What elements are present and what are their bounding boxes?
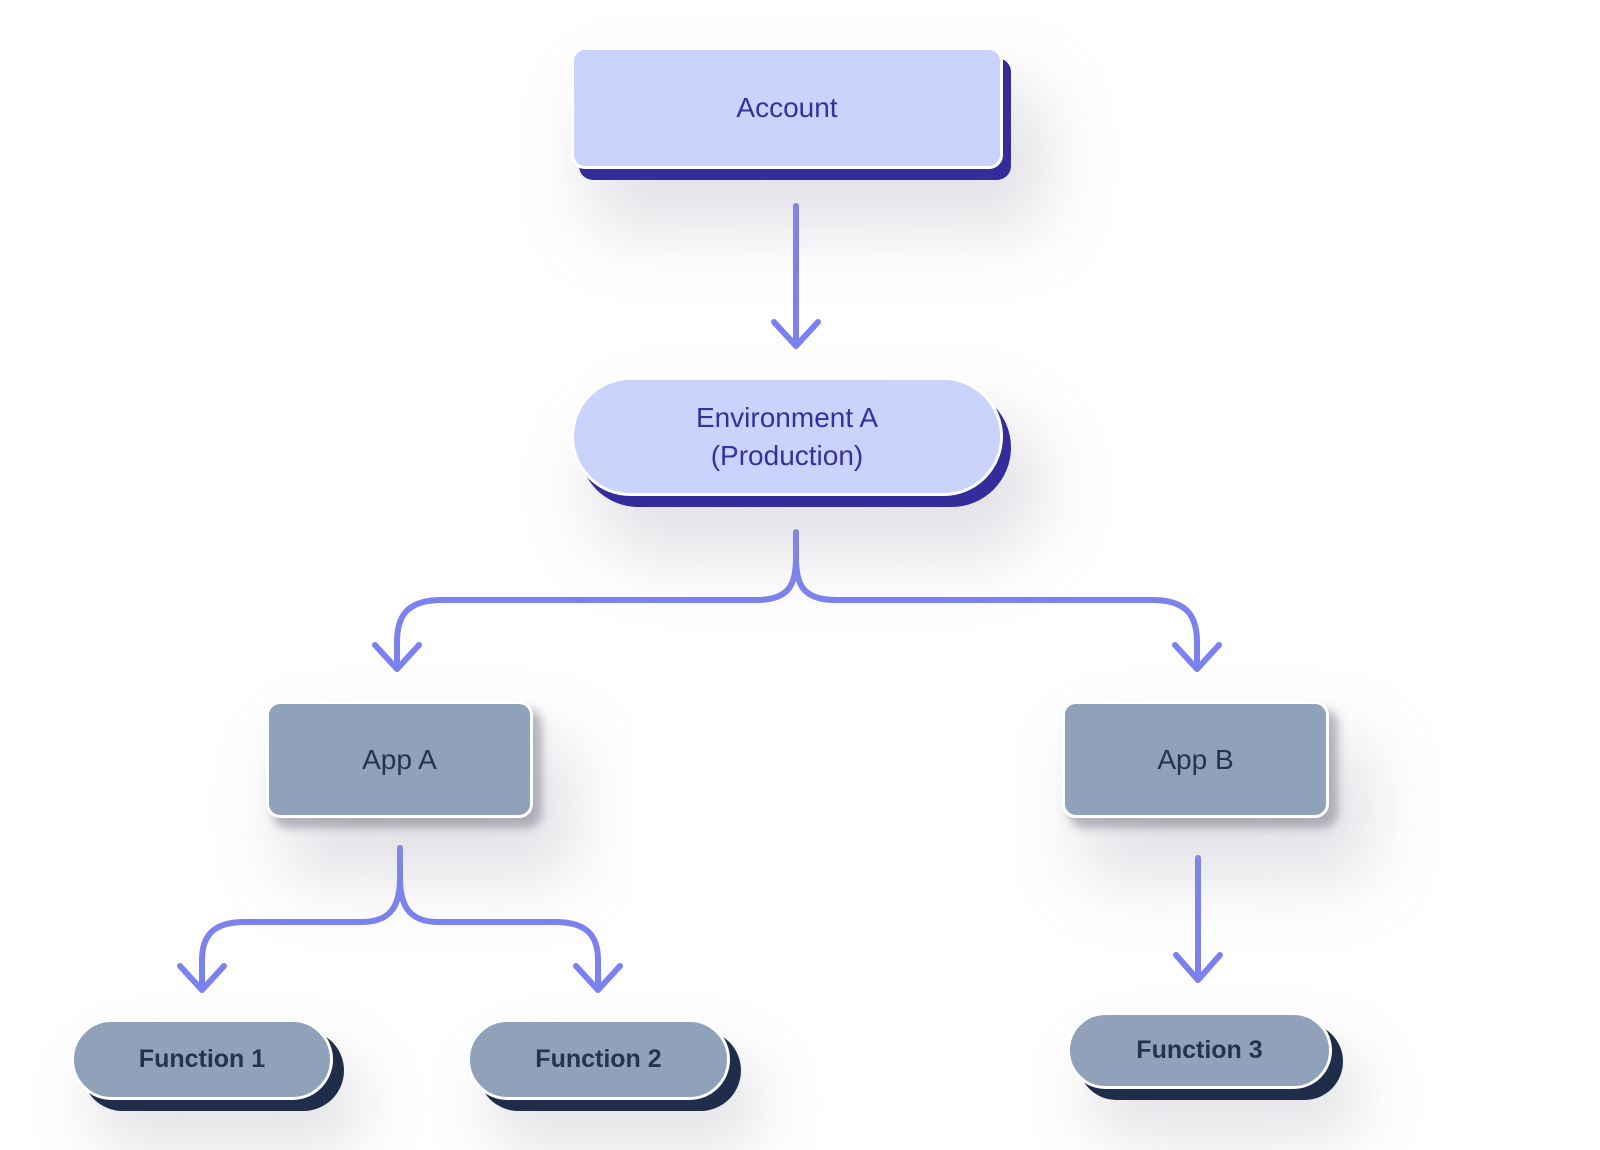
node-app-b-label: App B: [1157, 743, 1234, 775]
node-function-1-label: Function 1: [138, 1044, 266, 1073]
node-function-1[interactable]: Function 1: [71, 1019, 333, 1100]
node-function-3-label: Function 3: [1136, 1035, 1263, 1064]
node-environment-label-line1: Environment A: [695, 401, 879, 433]
node-app-a-label: App A: [362, 743, 437, 775]
node-account-label: Account: [736, 92, 838, 124]
edge-app-a-to-functions: [177, 845, 623, 993]
node-environment-a[interactable]: Environment A (Production): [571, 377, 1003, 496]
node-app-b[interactable]: App B: [1062, 701, 1329, 818]
node-environment-label-line2: (Production): [710, 439, 864, 471]
node-function-2[interactable]: Function 2: [467, 1019, 730, 1100]
edge-environment-to-apps: [372, 529, 1222, 672]
edge-account-to-environment: [771, 203, 821, 349]
node-app-a[interactable]: App A: [266, 701, 533, 818]
node-function-3[interactable]: Function 3: [1067, 1012, 1332, 1089]
edge-app-b-to-function-3: [1173, 855, 1223, 983]
node-function-2-label: Function 2: [535, 1044, 662, 1073]
node-account[interactable]: Account: [571, 47, 1003, 169]
